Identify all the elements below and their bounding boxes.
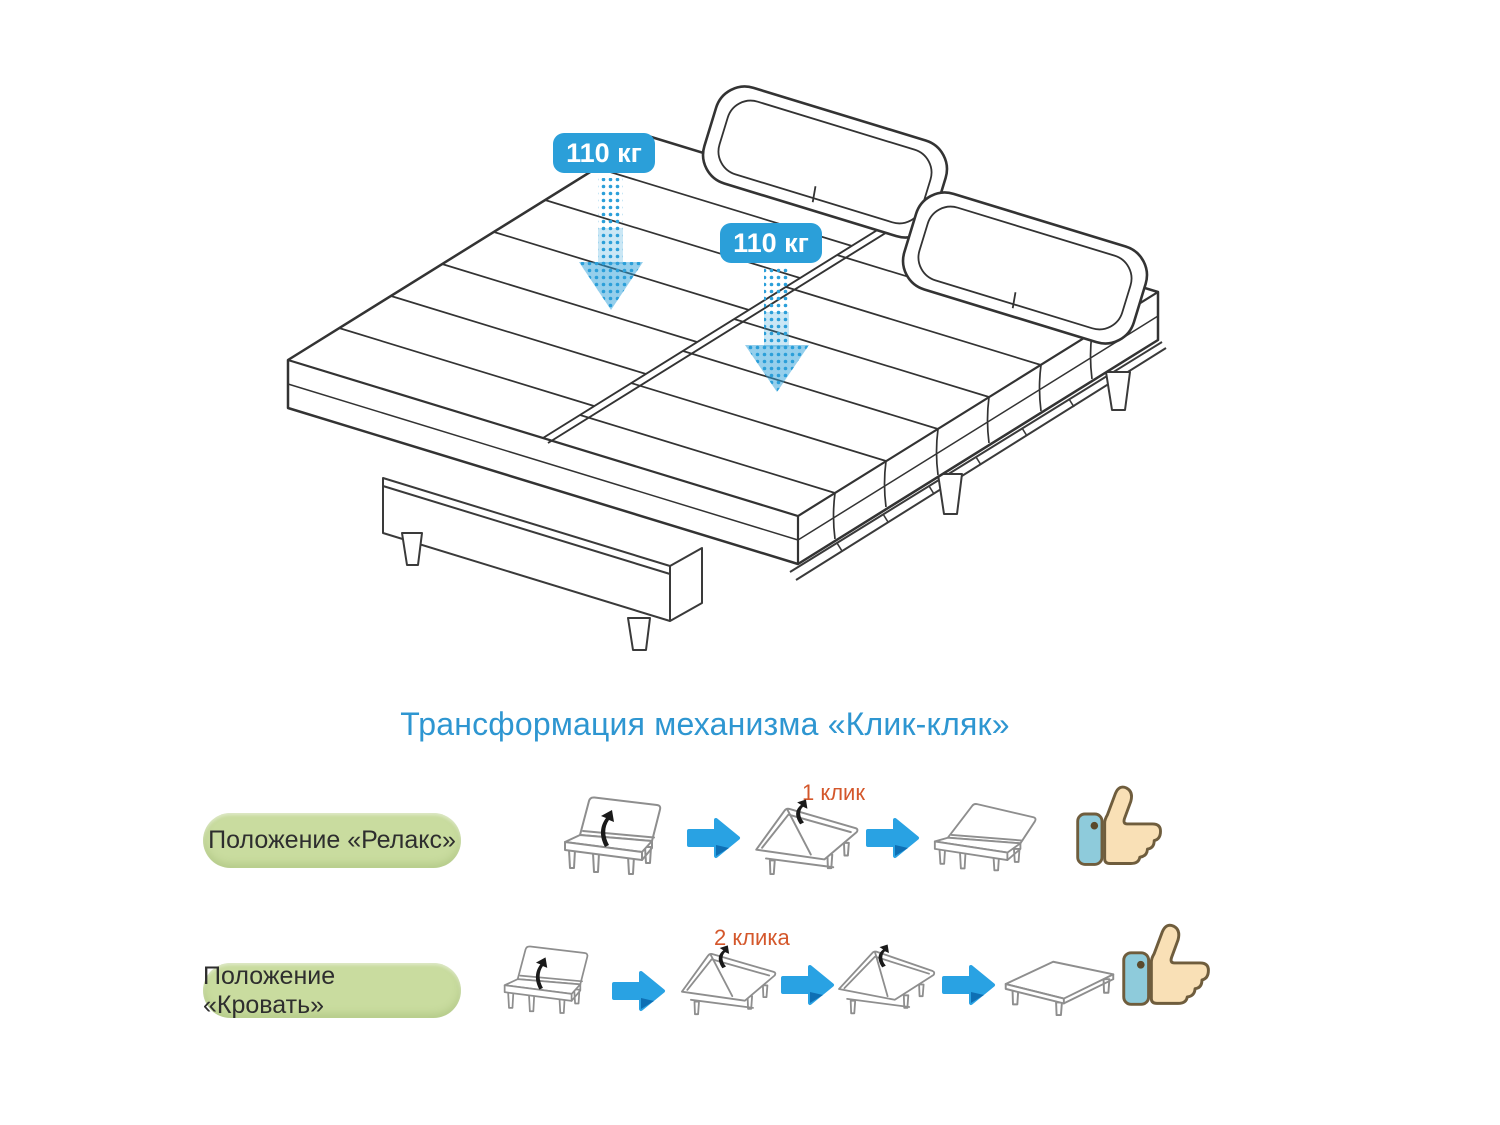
sofa-closed-icon: [503, 945, 589, 1014]
load-arrow-down-icon: [579, 178, 643, 310]
sofa-folding-icon: [681, 944, 777, 1016]
transform-arrow-icon: [687, 818, 740, 858]
sofa-bed-flat-illustration: 110 кг 110 кг: [286, 85, 1167, 651]
sofa-folding-icon: [755, 798, 859, 876]
pillow-2: [901, 191, 1149, 345]
position-pill-relax: Положение «Релакс»: [203, 813, 461, 868]
bed-leg: [401, 532, 423, 566]
sofa-folding-more-icon: [838, 944, 936, 1015]
bed-base: [382, 341, 1167, 651]
center-fold-seam: [542, 213, 909, 444]
weight-badge-2: 110 кг: [720, 223, 822, 263]
load-arrow-down-icon: [745, 267, 809, 392]
page-title: Трансформация механизма «Клик-кляк»: [400, 706, 1010, 742]
bed-flat-icon: [1004, 960, 1115, 1016]
weight-badge-1-label: 110 кг: [566, 138, 642, 168]
sofa-closed-icon: [564, 796, 662, 875]
weight-badge-1: 110 кг: [553, 133, 655, 173]
thumbs-up-icon: [1076, 785, 1162, 866]
mattress-band-ends: [832, 332, 1093, 540]
transform-arrow-icon: [866, 818, 919, 858]
bed-leg: [937, 473, 963, 515]
thumbs-up-icon: [1122, 923, 1210, 1006]
position-pill-bed: Положение «Кровать»: [203, 961, 461, 1019]
transform-arrow-icon: [942, 965, 995, 1005]
transform-arrow-icon: [612, 971, 665, 1011]
bed-leg: [627, 617, 651, 651]
bed-leg: [1105, 371, 1131, 411]
clicks-count-label-1: 1 клик: [802, 780, 865, 805]
position-pill-relax-label: Положение «Релакс»: [208, 826, 456, 854]
weight-badge-2-label: 110 кг: [733, 228, 809, 258]
position-pill-bed-label: Положение «Кровать»: [203, 961, 336, 1019]
storage-box: [382, 477, 703, 651]
sofa-relax-icon: [933, 803, 1037, 872]
mattress-seams-right: [579, 254, 1093, 494]
pillow-1: [701, 85, 949, 239]
